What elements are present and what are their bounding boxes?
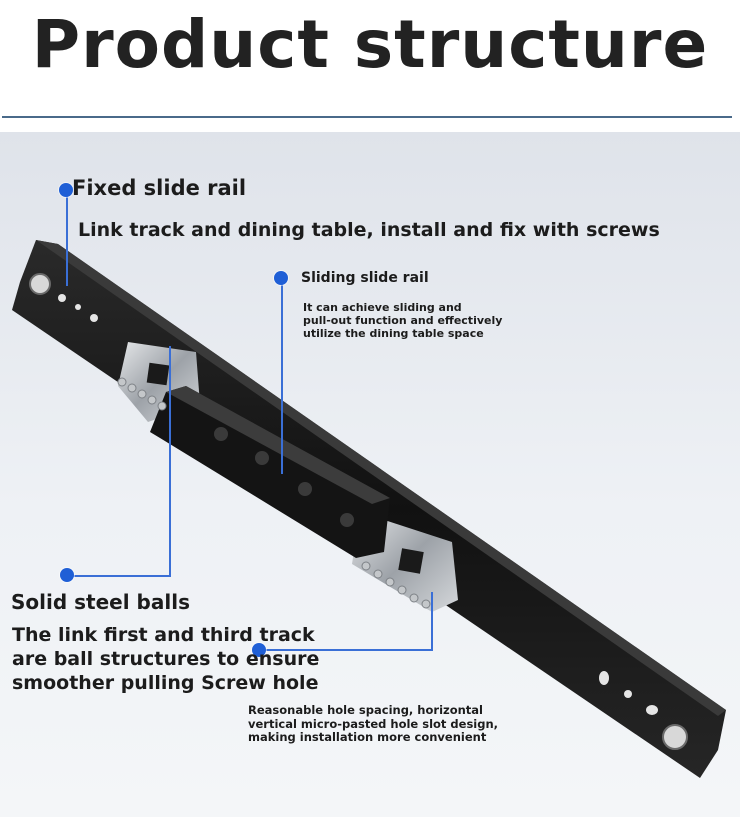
- carriage-slot-1: [146, 362, 170, 386]
- fixed-rail-hole-2: [75, 304, 81, 310]
- carriage-slot-2: [398, 548, 424, 574]
- fixed-rail-hole-6: [646, 705, 658, 715]
- sliding-rail-edge: [166, 386, 390, 504]
- fixed-rail-hole-5: [624, 690, 632, 698]
- leader-line-steel-balls-v: [169, 346, 171, 576]
- callout-dot-fixed-rail: [59, 183, 73, 197]
- sliding-rail-hole-3: [298, 482, 312, 496]
- leader-line-fixed-rail: [66, 190, 68, 286]
- fixed-rail-hole-4: [599, 671, 609, 685]
- fixed-rail-hole-1: [58, 294, 66, 302]
- steel-balls-description: The link first and third track are ball …: [12, 623, 342, 695]
- page-title: Product structure: [31, 6, 709, 83]
- leader-line-screw-hole-v: [431, 592, 433, 650]
- sliding-rail-description: It can achieve sliding and pull-out func…: [303, 301, 513, 340]
- screw-hole-description: Reasonable hole spacing, horizontal vert…: [248, 703, 528, 745]
- header: Product structure: [0, 0, 740, 132]
- leader-line-screw-hole-h: [259, 649, 433, 651]
- sliding-rail-description-line: pull-out function and effectively: [303, 314, 503, 327]
- sliding-rail-description-line: It can achieve sliding and: [303, 301, 462, 314]
- fixed-rail-hole-3: [90, 314, 98, 322]
- screw-hole-description-line: making installation more convenient: [248, 730, 487, 744]
- steel-ball-strip-1: [117, 377, 167, 411]
- fixed-rail-title: Fixed slide rail: [72, 176, 247, 200]
- callout-dot-sliding-rail: [274, 271, 288, 285]
- product-photo-area: [0, 132, 740, 817]
- sliding-rail-hole-1: [214, 427, 228, 441]
- steel-balls-title: Solid steel balls: [11, 590, 190, 614]
- sliding-rail-hole-2: [255, 451, 269, 465]
- callout-dot-steel-balls: [60, 568, 74, 582]
- title-divider: [2, 116, 732, 118]
- fixed-rail-edge: [36, 240, 726, 716]
- steel-balls-description-line: smoother pulling Screw hole: [12, 672, 319, 694]
- leader-line-steel-balls-h: [68, 575, 171, 577]
- sliding-rail-description-line: utilize the dining table space: [303, 327, 484, 340]
- sliding-rail-title: Sliding slide rail: [301, 270, 429, 286]
- fixed-rail-description: Link track and dining table, install and…: [78, 219, 660, 241]
- slide-rail-illustration: [12, 240, 726, 778]
- screw-hole-description-line: vertical micro-pasted hole slot design,: [248, 716, 499, 731]
- steel-balls-description-line: are ball structures to ensure: [12, 648, 320, 670]
- fixed-rail-bolt-right: [662, 724, 688, 750]
- sliding-rail-hole-4: [340, 513, 354, 527]
- screw-hole-description-line: Reasonable hole spacing, horizontal: [248, 703, 483, 717]
- leader-line-sliding-rail: [281, 278, 283, 474]
- fixed-rail-bolt-left: [29, 273, 51, 295]
- sliding-rail-body: [150, 386, 390, 558]
- steel-balls-description-line: The link first and third track: [12, 624, 315, 646]
- steel-ball-strip-2: [361, 561, 431, 609]
- callout-dot-screw-hole: [252, 643, 266, 657]
